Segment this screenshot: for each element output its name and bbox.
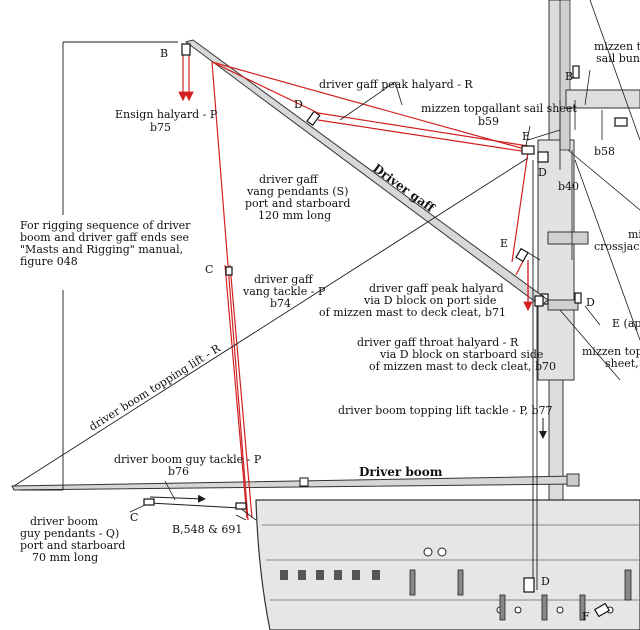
label-vang-4: 120 mm long [258, 209, 331, 222]
label-ensign-halyard: Ensign halyard - P [115, 108, 218, 121]
label-note-2: boom and driver gaff ends see [20, 231, 189, 244]
label-e-upper: E [522, 130, 530, 143]
label-note-3: "Masts and Rigging" manual, [20, 243, 183, 256]
label-topping-lift: driver boom topping lift - R [87, 341, 224, 433]
label-mi: mi [628, 228, 640, 241]
label-guy-tackle-2: b76 [168, 465, 189, 478]
label-vang-3: port and starboard [245, 197, 350, 210]
label-mizzen-to-1: mizzen to [594, 40, 640, 53]
label-b548: B,548 & 691 [172, 523, 242, 536]
label-peak-port-2: via D block on port side [363, 294, 496, 307]
label-b40: b40 [558, 180, 579, 193]
hull [255, 499, 640, 630]
leader-lines [129, 69, 603, 521]
label-b-right: B [565, 70, 573, 83]
label-guy-2: guy pendants - Q) [20, 527, 119, 540]
label-b58: b58 [594, 145, 615, 158]
label-vang-2: vang pendants (S) [246, 185, 348, 198]
label-f-bottom: F [582, 610, 590, 623]
label-ensign-halyard-ref: b75 [150, 121, 171, 134]
label-mizzen-tg-sheet-ref: b59 [478, 115, 499, 128]
label-d-gaff: D [294, 98, 303, 111]
label-note-4: figure 048 [20, 255, 78, 268]
label-throat-3: of mizzen mast to deck cleat, b70 [369, 360, 556, 373]
label-vang-tackle-1: driver gaff [254, 273, 314, 286]
label-c-boom: C [130, 511, 138, 524]
label-topping-lift-tackle: driver boom topping lift tackle - P, b77 [338, 404, 553, 417]
label-crossjack: crossjack [594, 240, 640, 253]
label-vang-tackle-2: vang tackle - P [242, 285, 326, 298]
label-c-vang: C [205, 263, 213, 276]
label-vang-tackle-3: b74 [270, 297, 291, 310]
driver-boom-spar [11, 473, 580, 491]
label-guy-3: port and starboard [20, 539, 125, 552]
label-mizzen-topm-2: sheet, b [605, 357, 640, 370]
label-throat-1: driver gaff throat halyard - R [357, 336, 519, 349]
label-e-lower: E [500, 237, 508, 250]
label-d-b40: D [538, 166, 547, 179]
label-driver-gaff: Driver gaff [370, 161, 438, 216]
mizzen-mast [537, 0, 640, 630]
label-guy-1: driver boom [30, 515, 99, 528]
label-e-app: E (app [612, 317, 640, 330]
label-peak-halyard-top: driver gaff peak halyard - R [319, 78, 473, 91]
label-peak-port-1: driver gaff peak halyard [369, 282, 504, 295]
label-driver-boom: Driver boom [359, 465, 443, 479]
label-mizzen-to-2: sail buntl [596, 52, 640, 65]
label-mizzen-tg-sheet: mizzen topgallant sail sheet [421, 102, 577, 115]
black-rigging [13, 41, 561, 590]
label-guy-tackle-1: driver boom guy tackle - P [114, 453, 262, 466]
label-note-1: For rigging sequence of driver [20, 219, 191, 232]
label-vang-1: driver gaff [259, 173, 319, 186]
label-peak-port-3: of mizzen mast to deck cleat, b71 [319, 306, 506, 319]
label-guy-4: 70 mm long [32, 551, 98, 564]
label-mizzen-topm-1: mizzen topm [582, 345, 640, 358]
driver-gaff-spar [184, 39, 549, 307]
label-d-right: D [586, 296, 595, 309]
label-d-bottom: D [541, 575, 550, 588]
label-b-top: B [160, 47, 168, 60]
fittings [143, 145, 611, 618]
label-throat-2: via D block on starboard side [379, 348, 543, 361]
ensign-halyard [178, 43, 194, 102]
red-rigging [211, 61, 529, 521]
